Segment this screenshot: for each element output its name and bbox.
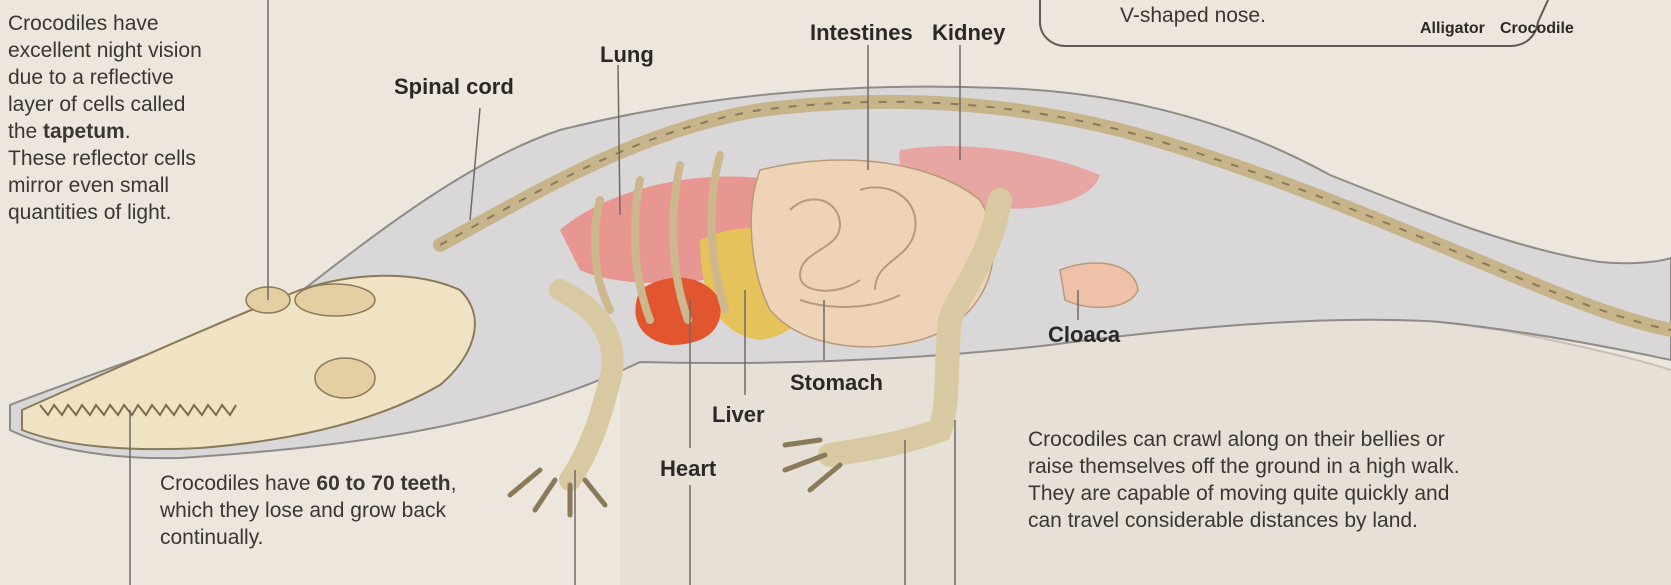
vision-line: quantities of light.	[8, 199, 258, 226]
nose-text: V-shaped nose.	[1120, 2, 1266, 29]
vision-line: These reflector cells	[8, 145, 258, 172]
vision-line: mirror even small	[8, 172, 258, 199]
vision-line: the tapetum.	[8, 118, 258, 145]
movement-line: can travel considerable distances by lan…	[1028, 507, 1628, 534]
crocodile-label: Crocodile	[1500, 20, 1574, 38]
teeth-count: 60 to 70 teeth	[316, 472, 450, 495]
teeth-text: Crocodiles have 60 to 70 teeth, which th…	[160, 470, 460, 551]
vision-line: due to a reflective	[8, 64, 258, 91]
movement-line: They are capable of moving quite quickly…	[1028, 480, 1628, 507]
movement-line: Crocodiles can crawl along on their bell…	[1028, 426, 1628, 453]
label-cloaca: Cloaca	[1048, 322, 1120, 348]
label-liver: Liver	[712, 402, 765, 428]
vision-line: layer of cells called	[8, 91, 258, 118]
vision-line: excellent night vision	[8, 37, 258, 64]
label-stomach: Stomach	[790, 370, 883, 396]
label-kidney: Kidney	[932, 20, 1005, 46]
movement-text: Crocodiles can crawl along on their bell…	[1028, 426, 1628, 534]
label-lung: Lung	[600, 42, 654, 68]
tapetum-term: tapetum	[43, 120, 125, 143]
vision-line: Crocodiles have	[8, 10, 258, 37]
night-vision-text: Crocodiles have excellent night vision d…	[8, 10, 258, 226]
label-heart: Heart	[660, 456, 716, 482]
label-intestines: Intestines	[810, 20, 913, 46]
alligator-label: Alligator	[1420, 20, 1485, 38]
label-spinal-cord: Spinal cord	[394, 74, 514, 100]
movement-line: raise themselves off the ground in a hig…	[1028, 453, 1628, 480]
